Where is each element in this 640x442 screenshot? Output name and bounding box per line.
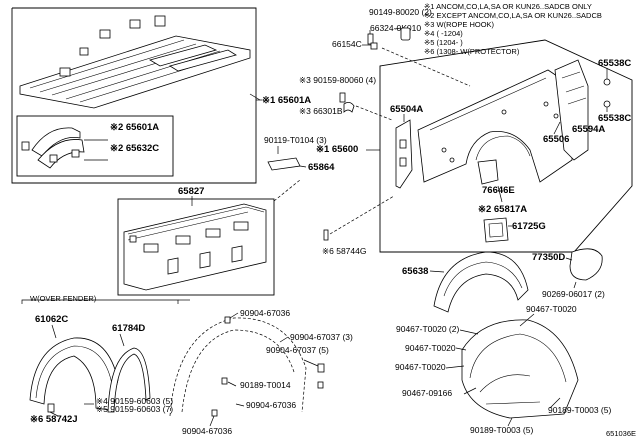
deck-panel-group: 65504A 65594A 65506 65538C 65538C 76646E… (379, 39, 633, 253)
label-p1: 90149-80020 (2) (369, 7, 432, 17)
bracket-65864[interactable] (267, 157, 301, 171)
label-p8: ※2 65632C (110, 143, 159, 154)
hook-parts: 90149-80020 (2) 66324-0K010 66154C ※3 90… (264, 7, 471, 256)
label-p17: 65506 (543, 134, 569, 145)
label-p34: 90904-67036 (240, 308, 290, 318)
inner-liner-mud-guard[interactable] (461, 319, 579, 419)
clip-edge[interactable] (317, 381, 324, 389)
label-p3: 66154C (332, 39, 362, 49)
bolt-90159-80060[interactable] (339, 92, 346, 103)
label-p23: 77350D (532, 252, 565, 263)
fender-liner-dashed[interactable] (169, 317, 307, 417)
label-p26: 90467-T0020 (2) (396, 324, 459, 334)
bracket-76646e[interactable] (477, 159, 499, 185)
label-p20: 61725G (512, 221, 546, 232)
label-p21: ※6 58744G (322, 246, 366, 256)
hook-66301b[interactable] (343, 102, 355, 113)
wheel-housing-panel[interactable] (21, 127, 85, 169)
clip-65538c-a[interactable] (603, 78, 611, 86)
note-2: ※2 EXCEPT ANCOM,CO,LA,SA OR KUN26..SADCB (424, 11, 602, 20)
label-p31: 90189-T0003 (5) (470, 425, 533, 435)
protector-58744g[interactable] (323, 229, 329, 241)
over-fender-group: W(OVER FENDER) 61062C 61784D ※4 90159-60… (21, 294, 353, 436)
liner-group: 65638 77350D 90269-06017 (2) 90467-T0020… (395, 248, 611, 435)
front-panel-group: 65827 (117, 186, 275, 296)
screw-90189-t0014[interactable] (221, 377, 228, 385)
fuel-door-61725g[interactable] (483, 217, 509, 243)
clip-90904-67036-a[interactable] (224, 316, 231, 324)
label-p16: 65594A (572, 124, 605, 135)
label-p19: ※2 65817A (478, 204, 527, 215)
front-panel-part[interactable] (123, 203, 267, 291)
lamp-bracket-65594a[interactable] (554, 59, 589, 161)
label-p15: 65538C (598, 113, 631, 124)
label-p40: ※4 90159-60603 (5) (96, 396, 173, 406)
note-5: ※5 (1204- ) (424, 38, 463, 47)
label-p5: ※3 66301B (299, 106, 343, 116)
label-p4: ※3 90159-80060 (4) (299, 75, 376, 85)
label-p28: 90467-T0020 (395, 362, 446, 372)
clip-66154c[interactable] (370, 42, 378, 50)
label-p12: 65504A (390, 104, 423, 115)
label-p38: 90904-67036 (246, 400, 296, 410)
label-p37: 90904-67037 (5) (266, 345, 329, 355)
label-p32: 61062C (35, 314, 68, 325)
bolt-90149[interactable] (367, 30, 374, 45)
label-p30: 90189-T0003 (5) (548, 405, 611, 415)
deck-side-panel[interactable] (417, 69, 573, 183)
liner-65638[interactable] (433, 251, 529, 313)
label-p33: 61784D (112, 323, 145, 334)
label-p29: 90467-09166 (402, 388, 452, 398)
label-p11: ※1 65600 (316, 144, 358, 155)
clip-65538c-b[interactable] (603, 100, 611, 108)
label-p24: 90269-06017 (2) (542, 289, 605, 299)
label-p2: 66324-0K010 (370, 23, 421, 33)
label-p18: 76646E (482, 185, 515, 196)
label-p41: ※5 90159-60603 (7) (96, 404, 173, 414)
moulding-61784d[interactable] (107, 347, 151, 413)
label-p36: 90189-T0014 (240, 380, 291, 390)
figure-code: 651036E (606, 429, 636, 438)
section-label: W(OVER FENDER) (30, 294, 97, 303)
corner-post-65504a[interactable] (395, 119, 413, 189)
note-1: ※1 ANCOM,CO,LA,SA OR KUN26..SADCB ONLY (424, 2, 592, 11)
label-p39: 90904-67036 (182, 426, 232, 436)
label-p42: ※6 58742J (30, 414, 78, 425)
bed-floor-panel[interactable] (19, 15, 251, 109)
label-p7: ※2 65601A (110, 122, 159, 133)
label-p22: 65638 (402, 266, 428, 277)
hook-66324[interactable] (400, 27, 411, 41)
clip-90904-67036-b[interactable] (211, 409, 218, 417)
label-p14: 65538C (598, 58, 631, 69)
label-p10: 65864 (308, 162, 335, 173)
fuel-lid-77350d[interactable] (569, 248, 603, 281)
label-p25: 90467-T0020 (526, 304, 577, 314)
notes-block: ※1 ANCOM,CO,LA,SA OR KUN26..SADCB ONLY ※… (424, 2, 602, 56)
label-p35: 90904-67037 (3) (290, 332, 353, 342)
label-p6: ※1 65601A (262, 95, 311, 106)
label-p9: 90119-T0104 (3) (264, 135, 327, 145)
note-4: ※4 ( -1204) (424, 29, 463, 38)
label-p27: 90467-T0020 (405, 343, 456, 353)
clip-90904-67037[interactable] (317, 363, 325, 373)
note-3: ※3 W(ROPE HOOK) (424, 20, 495, 29)
bed-floor-group: ※2 65601A ※2 65632C ※1 65601A (11, 7, 311, 184)
label-p13: 65827 (178, 186, 204, 197)
